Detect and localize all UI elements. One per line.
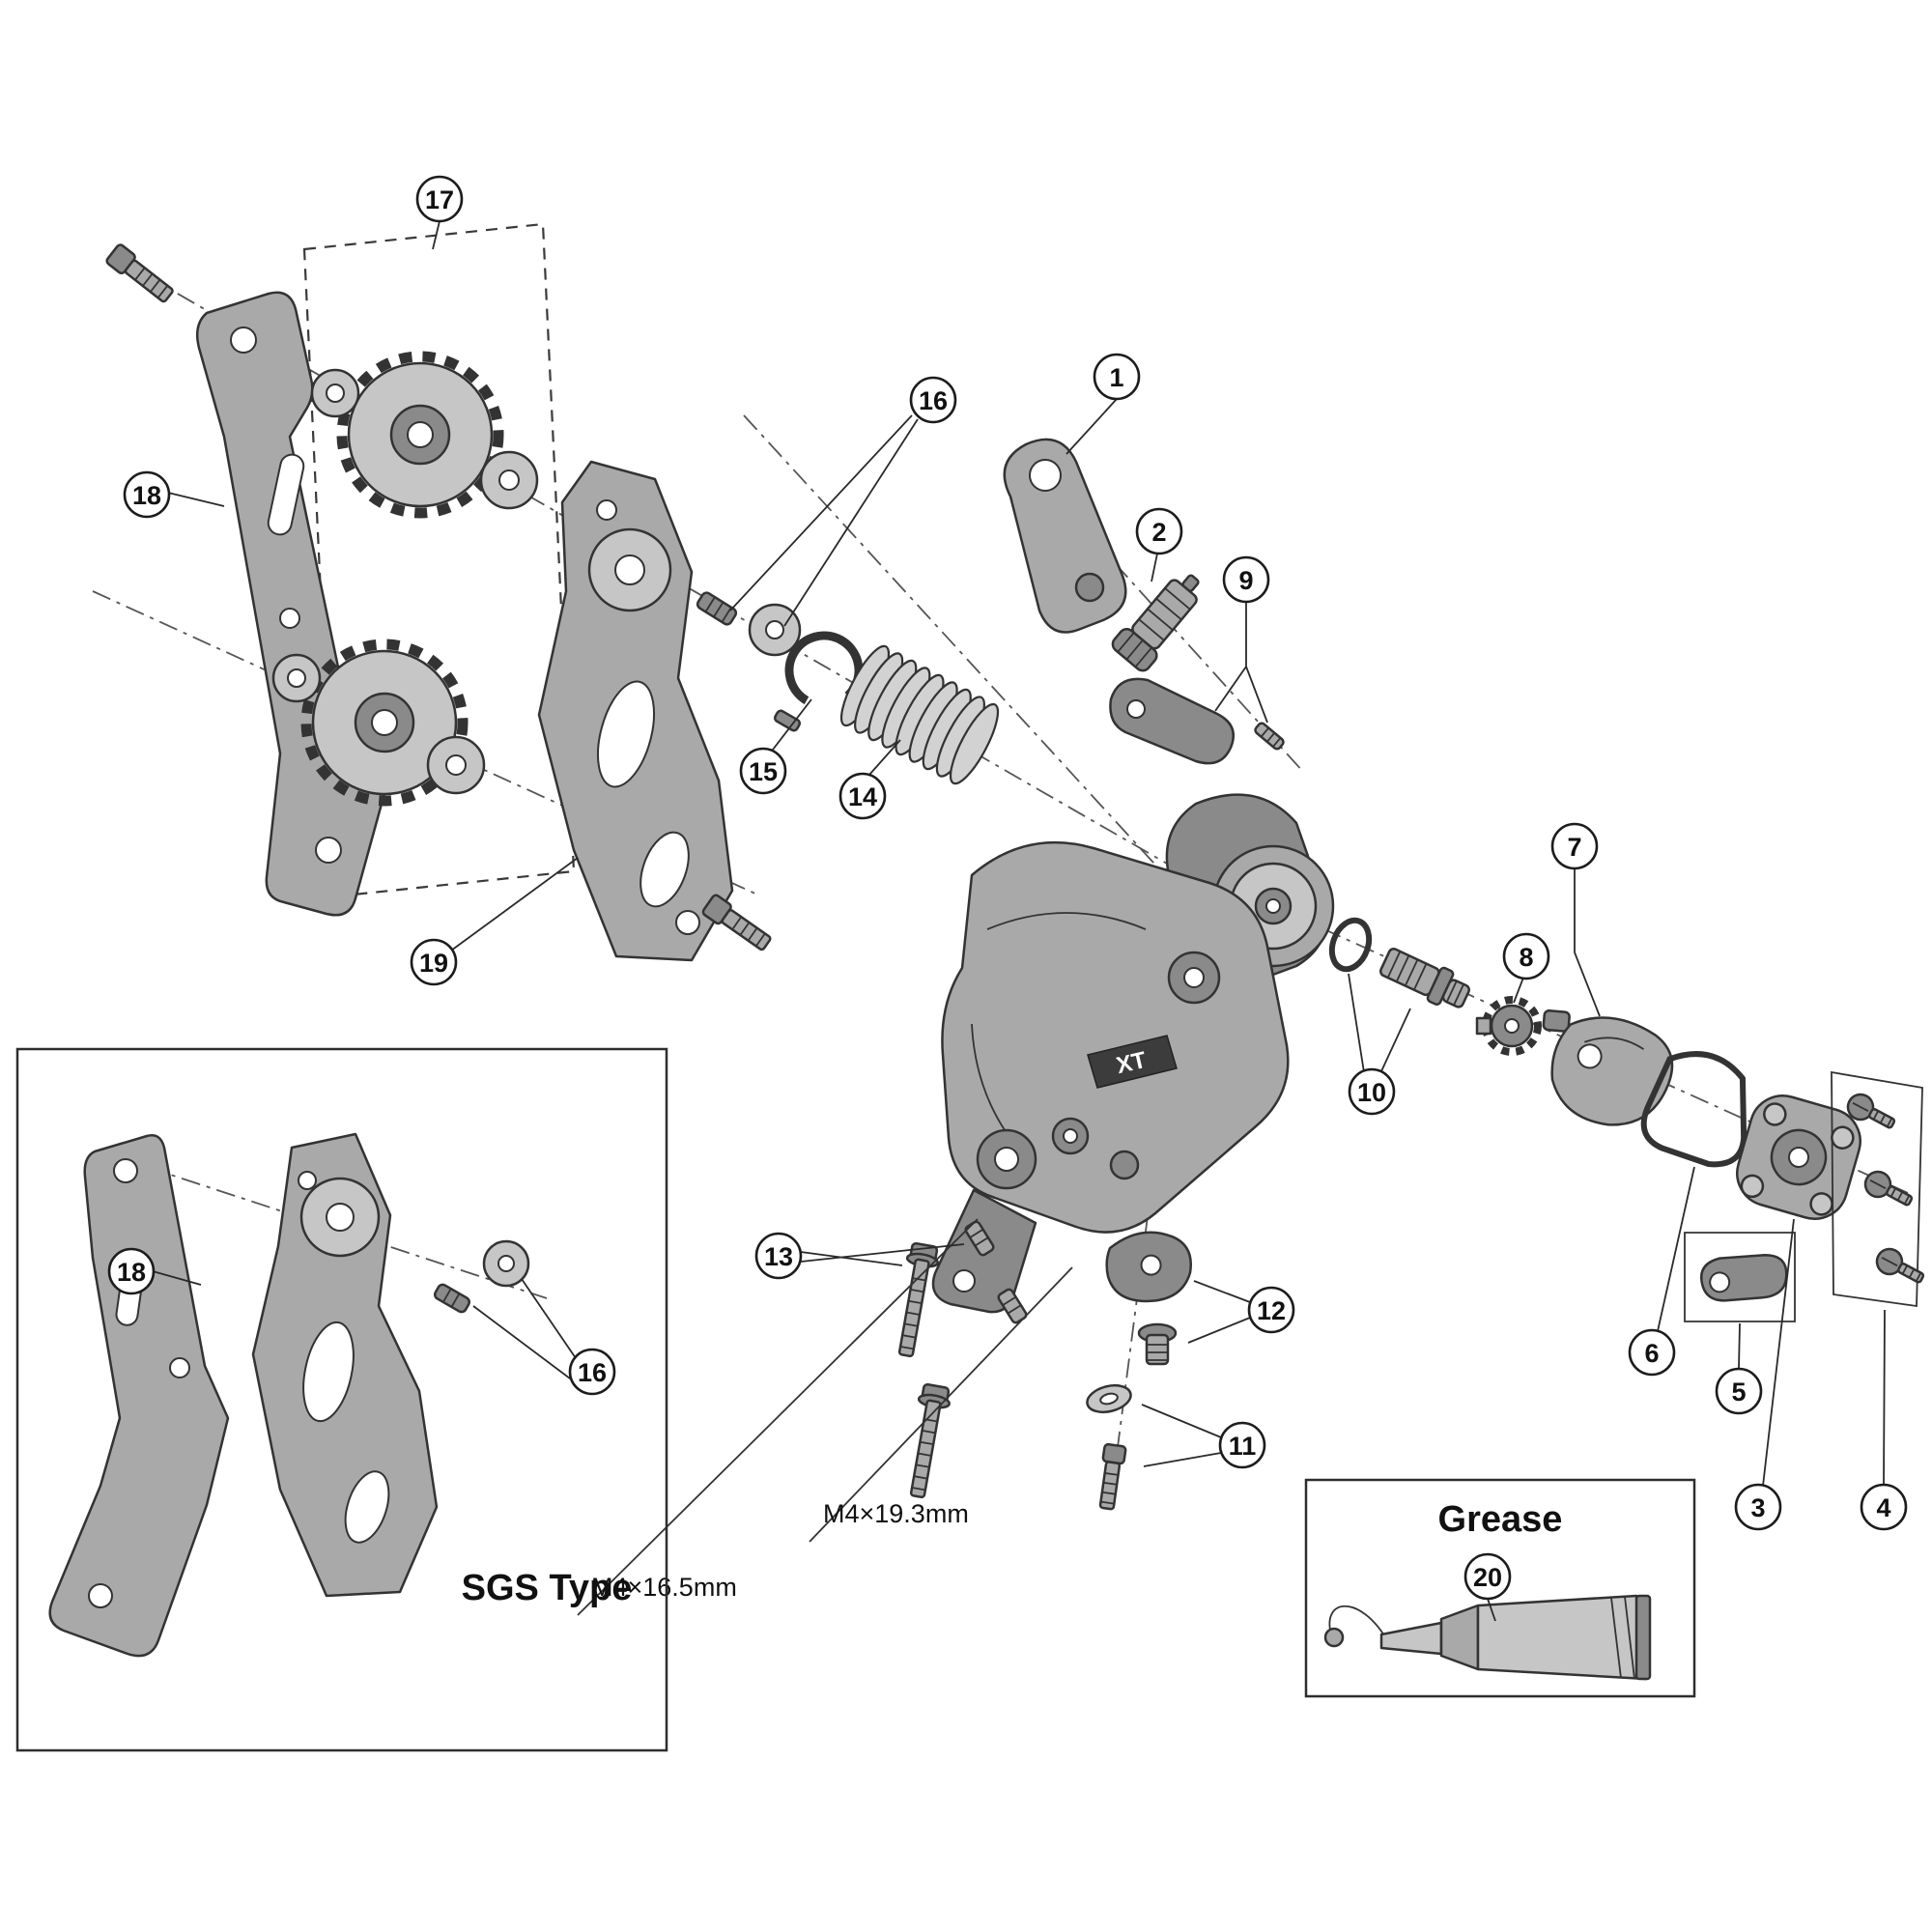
- callout-13-number: 13: [764, 1242, 793, 1271]
- callout-16-sgs-number: 16: [578, 1358, 607, 1387]
- callout-9-number: 9: [1238, 566, 1253, 595]
- callout-20-number: 20: [1473, 1563, 1502, 1592]
- cable-adjust-barrel: [1111, 574, 1200, 672]
- sgs-type-label: SGS Type: [462, 1568, 633, 1608]
- cage-washer: [748, 603, 802, 657]
- callout-6-number: 6: [1644, 1339, 1659, 1368]
- inner-cage-plate-top: [537, 460, 734, 962]
- stop-lever-bracket: [1684, 1232, 1796, 1322]
- cable-fixing-pin: [1254, 722, 1285, 751]
- b-link: [1003, 438, 1127, 634]
- callout-12-number: 12: [1257, 1296, 1286, 1325]
- switch-cover-cap: [1736, 1094, 1861, 1220]
- mount-plate: [1105, 1231, 1192, 1303]
- callout-18-sgs: 18: [107, 1247, 156, 1295]
- callout-18-top-number: 18: [132, 481, 161, 510]
- sgs-inner-cage-plate: [251, 1132, 439, 1598]
- cage-stop-pin: [696, 591, 738, 626]
- callout-3: 3: [1734, 1483, 1782, 1531]
- bracket-bushing-bolt: [1378, 948, 1470, 1009]
- callout-8-number: 8: [1519, 943, 1533, 972]
- callout-18-sgs-number: 18: [117, 1258, 146, 1287]
- bolt-reference-line-1: [577, 1218, 979, 1616]
- cage-plate-bolt-top: [105, 243, 174, 303]
- outer-cage-plate-top: [196, 291, 389, 917]
- tension-spring: [839, 644, 1000, 785]
- callout-16-top: 16: [909, 376, 957, 424]
- ratchet-plate: [1475, 996, 1542, 1056]
- callout-15-number: 15: [749, 757, 778, 786]
- callout-9: 9: [1222, 555, 1270, 604]
- callout-11: 11: [1218, 1421, 1266, 1469]
- callout-5-number: 5: [1731, 1378, 1746, 1406]
- callout-15: 15: [739, 747, 787, 795]
- derailleur-body: XT: [931, 793, 1335, 1314]
- plate-washer: [1086, 1383, 1132, 1414]
- cable-fixing-arm: [1109, 677, 1235, 765]
- callout-19: 19: [410, 938, 458, 986]
- callout-12: 12: [1247, 1286, 1295, 1334]
- body-logo-plate: [1087, 1035, 1178, 1089]
- callout-10-number: 10: [1357, 1078, 1386, 1107]
- callout-4: 4: [1860, 1483, 1908, 1531]
- callout-17-number: 17: [425, 185, 454, 214]
- callout-6: 6: [1628, 1328, 1676, 1377]
- callout-18-top: 18: [123, 470, 171, 519]
- mount-plate-bolt: [1137, 1322, 1178, 1366]
- grease-box: [1304, 1478, 1696, 1698]
- callout-17: 17: [415, 175, 464, 223]
- callout-14-number: 14: [848, 782, 877, 811]
- dimension-label-m4x19: M4×19.3mm: [823, 1499, 969, 1528]
- body-o-ring: [1328, 917, 1373, 973]
- callout-14: 14: [838, 772, 887, 820]
- callout-8: 8: [1502, 932, 1550, 980]
- callout-20: 20: [1463, 1552, 1512, 1601]
- grease-label: Grease: [1438, 1499, 1563, 1540]
- tension-pulley-washer-right: [426, 735, 486, 795]
- cage-fixing-bolt-long-1: [897, 1241, 939, 1358]
- callout-1: 1: [1093, 353, 1141, 401]
- callout-16-sgs: 16: [568, 1348, 616, 1396]
- leader-lines: [152, 220, 1886, 1622]
- cover-screws-bracket: [1831, 1070, 1923, 1308]
- guide-pulley-washer-left: [310, 368, 360, 418]
- plate-bolt: [1098, 1442, 1127, 1511]
- bolt-reference-line-2: [809, 1266, 1073, 1543]
- callout-1-number: 1: [1109, 363, 1123, 392]
- callout-3-number: 3: [1750, 1493, 1765, 1522]
- callout-2-number: 2: [1151, 518, 1166, 547]
- callout-10: 10: [1348, 1067, 1396, 1116]
- callout-2: 2: [1135, 507, 1183, 555]
- setscrew-1: [964, 1220, 995, 1257]
- sgs-stop-pin: [433, 1283, 471, 1314]
- cover-screw-1: [1846, 1093, 1896, 1129]
- guide-pulley-washer-right: [479, 450, 539, 510]
- callout-13: 13: [754, 1232, 803, 1280]
- callout-7-number: 7: [1567, 833, 1581, 862]
- stop-lever: [1700, 1254, 1788, 1302]
- callout-4-number: 4: [1876, 1493, 1890, 1522]
- sgs-type-box: [15, 1047, 668, 1752]
- callout-5: 5: [1715, 1367, 1763, 1415]
- cover-screw-3: [1875, 1247, 1925, 1284]
- guide-pulley: [336, 351, 504, 519]
- cage-plate-bolt-bottom: [701, 894, 772, 952]
- tension-pulley: [300, 639, 469, 807]
- callout-19-number: 19: [419, 949, 448, 978]
- sgs-washer: [482, 1239, 530, 1288]
- bracket-body: [1542, 1009, 1674, 1126]
- callout-11-number: 11: [1229, 1432, 1257, 1461]
- tension-pulley-washer-left: [271, 653, 322, 703]
- grease-tube: [1323, 1594, 1652, 1681]
- cover-screw-2: [1863, 1170, 1914, 1207]
- sgs-outer-cage-plate: [48, 1134, 230, 1658]
- cover-gasket: [1640, 1051, 1747, 1168]
- callout-16-top-number: 16: [919, 386, 948, 415]
- callout-7: 7: [1550, 822, 1599, 870]
- dimension-label-m4x16: M4×16.5mm: [591, 1573, 737, 1602]
